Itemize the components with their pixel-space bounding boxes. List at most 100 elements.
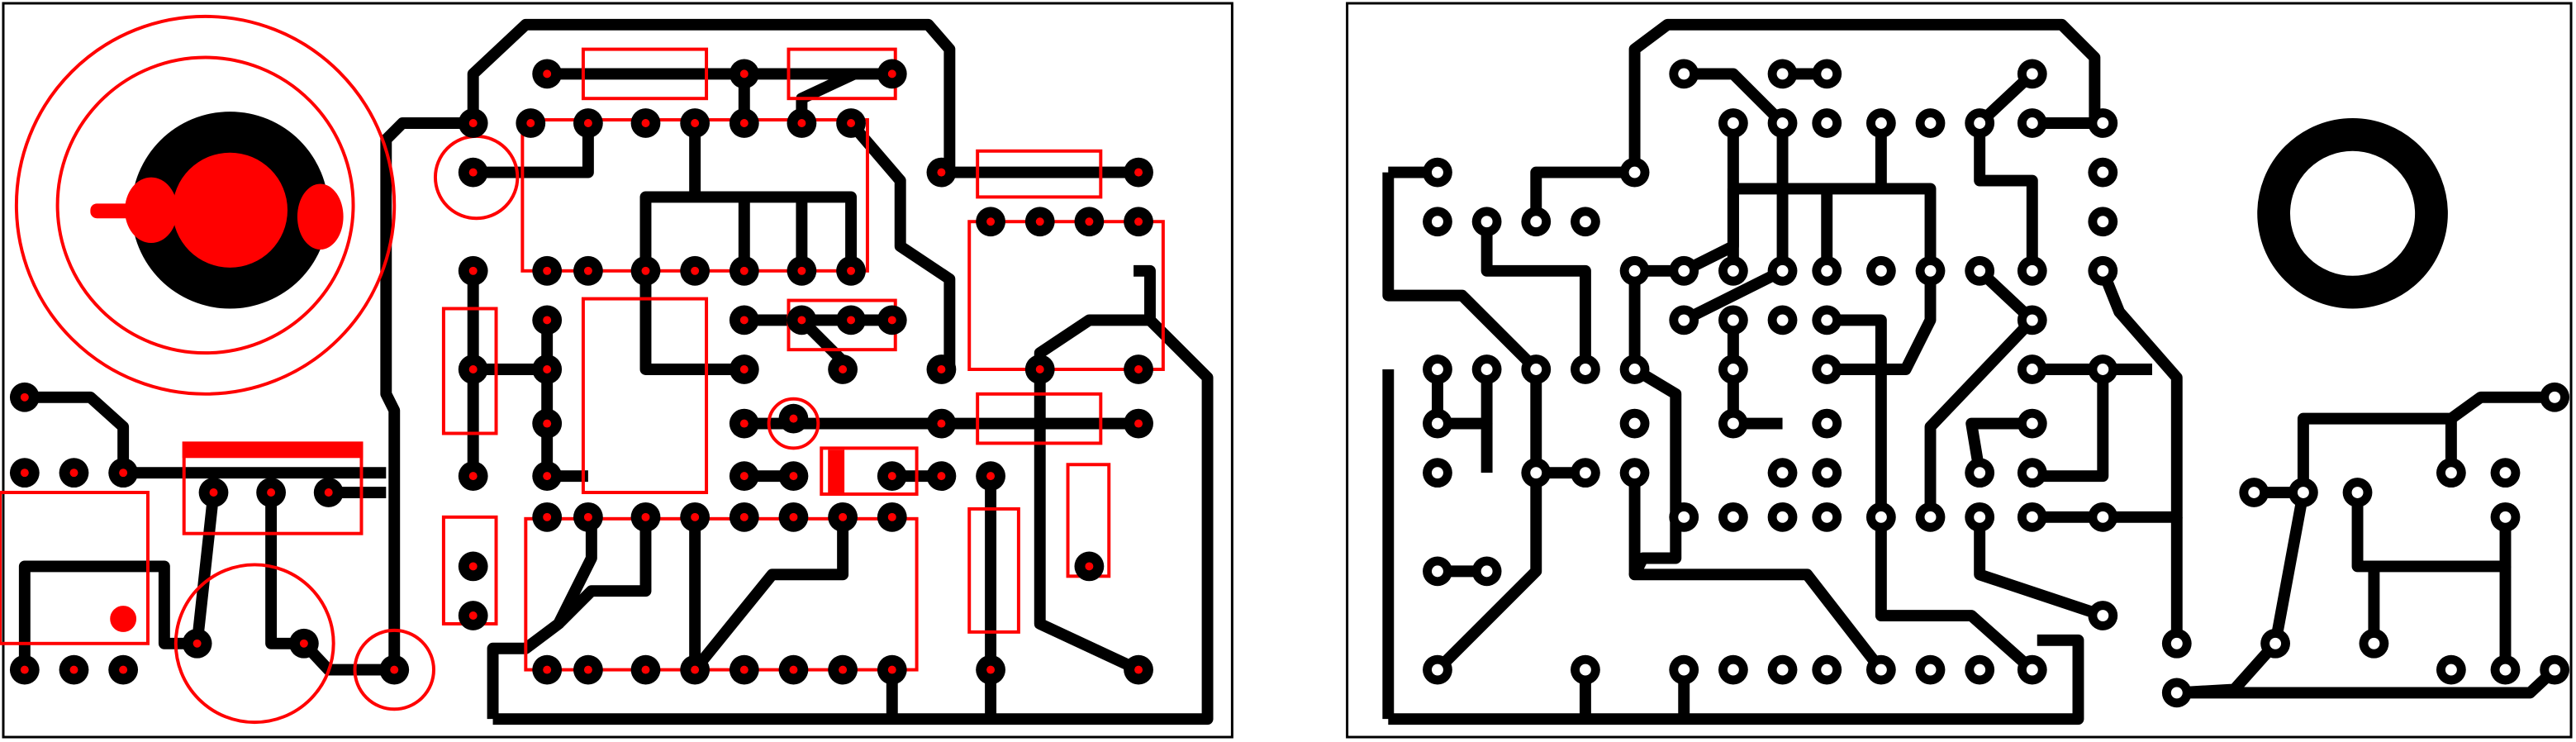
pad-hole	[2026, 511, 2038, 523]
pad-hole	[1974, 467, 1986, 479]
pad-hole	[2097, 216, 2109, 228]
component-outline	[976, 149, 1103, 199]
trace	[492, 264, 1214, 725]
pad-hole	[1821, 364, 1833, 375]
trace	[1827, 270, 1937, 375]
pad-drill	[1134, 217, 1143, 226]
trace	[1431, 369, 1493, 430]
pad-hole	[1431, 565, 1443, 578]
pad-drill	[641, 266, 650, 275]
pad-hole	[1727, 264, 1739, 277]
pad-hole	[1974, 264, 1986, 277]
pad-drill	[691, 266, 700, 275]
pad-drill	[839, 365, 848, 373]
pad-hole	[1821, 314, 1833, 326]
pad-drill	[739, 512, 749, 521]
pad-drill	[468, 562, 478, 571]
pad-hole	[2026, 664, 2038, 676]
pad-drill	[119, 469, 128, 478]
pad-drill	[20, 665, 29, 674]
pad-hole	[1727, 364, 1739, 375]
pad-hole	[2170, 687, 2183, 699]
pad-drill	[847, 119, 856, 127]
pad-hole	[1530, 216, 1542, 228]
pad-drill	[797, 266, 806, 275]
pad-drill	[789, 512, 798, 521]
trace	[690, 516, 849, 673]
pad-drill	[583, 512, 592, 521]
pad-drill	[887, 316, 896, 325]
potentiometer	[14, 14, 397, 396]
pad-drill	[468, 611, 478, 620]
pad-hole	[1431, 417, 1443, 430]
pad-drill	[20, 469, 29, 478]
pad-hole	[1974, 511, 1986, 523]
pad-drill	[468, 266, 478, 275]
pad-hole	[2026, 467, 2038, 479]
pad-drill	[192, 639, 202, 648]
pad-hole	[1924, 117, 1937, 129]
pad-hole	[2549, 664, 2561, 676]
trace	[1924, 316, 2037, 517]
trace	[380, 117, 473, 670]
pad-hole	[1678, 511, 1690, 523]
pad-hole	[2445, 664, 2457, 676]
pad-hole	[1431, 166, 1443, 178]
pad-drill	[789, 414, 798, 423]
pad-hole	[1821, 511, 1833, 523]
pad-drill	[986, 217, 996, 226]
component-outline	[524, 516, 919, 672]
pad-hole	[2026, 417, 2038, 430]
pad-hole	[1678, 264, 1690, 277]
pad-drill	[1085, 562, 1094, 571]
pad-drill	[797, 119, 806, 127]
pad-drill	[1035, 365, 1044, 373]
pad-hole	[1821, 467, 1833, 479]
trace	[1388, 634, 2084, 725]
pad-hole	[1530, 364, 1542, 375]
pad-drill	[119, 665, 128, 674]
diode-band	[828, 449, 845, 493]
pad-hole	[2097, 511, 2109, 523]
pad-hole	[2170, 637, 2183, 649]
pad-hole	[2026, 264, 2038, 277]
trace	[1965, 417, 2032, 474]
pad-drill	[847, 316, 856, 325]
pad-drill	[543, 419, 552, 428]
pad-drill	[1134, 419, 1143, 428]
trace	[2032, 364, 2109, 483]
pad-hole	[1821, 264, 1833, 277]
pad-hole	[2097, 364, 2109, 375]
trace	[1827, 314, 2037, 674]
trace	[24, 391, 387, 479]
pad-drill	[543, 365, 552, 373]
pad-hole	[2026, 68, 2038, 80]
pad-drill	[887, 512, 896, 521]
pad-hole	[2351, 487, 2364, 498]
pad-drill	[583, 665, 592, 674]
pad-drill	[887, 665, 896, 674]
pad-hole	[1727, 417, 1739, 430]
pad-hole	[1776, 511, 1789, 523]
trace	[1974, 516, 2105, 621]
pad-drill	[641, 512, 650, 521]
pad-drill	[1134, 365, 1143, 373]
pad-hole	[1431, 467, 1443, 479]
pad-hole	[1628, 417, 1641, 430]
trace	[1034, 369, 1141, 675]
pad-hole	[2269, 637, 2282, 649]
pad-drill	[739, 419, 749, 428]
pad-drill	[526, 119, 535, 127]
pad-hole	[1727, 117, 1739, 129]
component-outline	[581, 47, 709, 101]
pad-hole	[1628, 166, 1641, 178]
pad-drill	[1085, 217, 1094, 226]
pad-drill	[543, 512, 552, 521]
trace	[191, 492, 220, 644]
capacitor-outline	[353, 628, 435, 711]
pad-drill	[468, 119, 478, 127]
pad-drill	[789, 472, 798, 481]
pad-hole	[1579, 467, 1591, 479]
pad-drill	[543, 472, 552, 481]
